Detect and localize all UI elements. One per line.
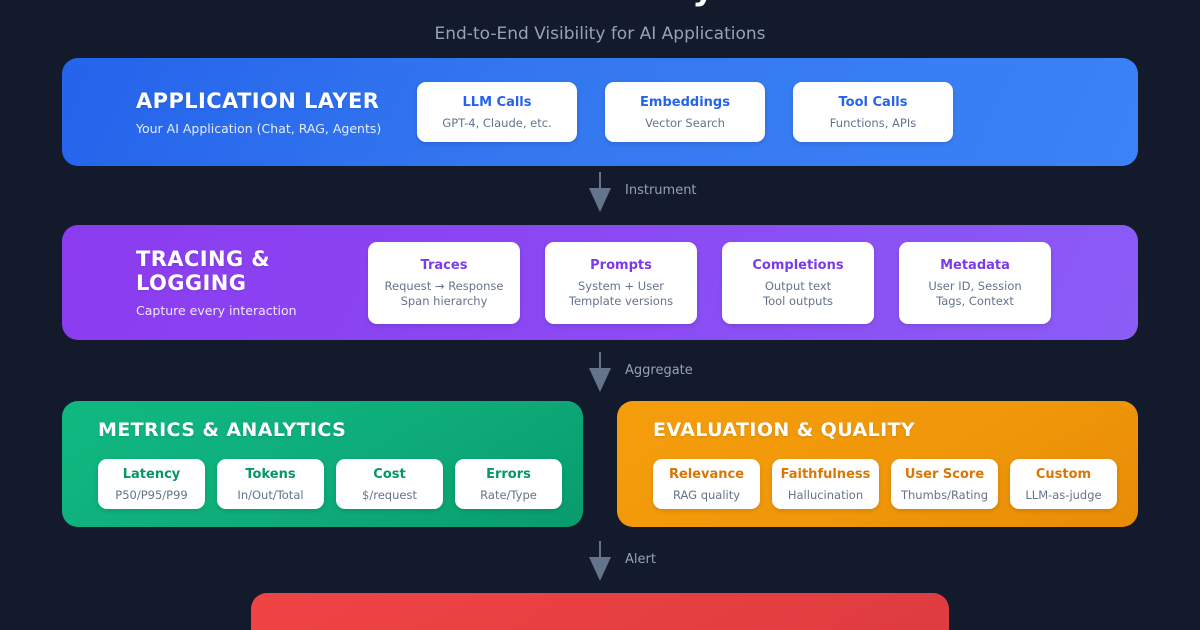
evaluation-layer-band[interactable]: EVALUATION & QUALITY Relevance RAG quali… <box>617 401 1138 527</box>
arrow-down-icon <box>589 541 611 581</box>
page-title: LLM Observability Stack <box>0 0 1200 10</box>
card-line-1: Vector Search <box>645 115 725 130</box>
connector-aggregate: Aggregate <box>589 352 693 392</box>
connector-instrument: Instrument <box>589 172 697 212</box>
card-title: User Score <box>904 466 985 482</box>
card-title: LLM Calls <box>462 94 532 110</box>
card-title: Errors <box>486 466 531 482</box>
card-line-1: Rate/Type <box>480 487 537 502</box>
card-errors[interactable]: Errors Rate/Type <box>455 459 562 509</box>
card-line-1: In/Out/Total <box>237 487 304 502</box>
connector-label: Aggregate <box>625 362 693 378</box>
card-line-1: $/request <box>362 487 417 502</box>
card-line-1: User ID, Session <box>928 278 1022 293</box>
application-layer-title: APPLICATION LAYER <box>136 88 380 113</box>
card-subtitle: Request → Response Span hierarchy <box>385 279 504 309</box>
card-line-1: LLM-as-judge <box>1025 487 1102 502</box>
application-layer-subtitle: Your AI Application (Chat, RAG, Agents) <box>136 120 382 136</box>
card-title: Tokens <box>245 466 296 482</box>
card-subtitle: GPT-4, Claude, etc. <box>442 116 551 131</box>
card-line-1: Hallucination <box>787 487 864 502</box>
card-subtitle: In/Out/Total <box>237 488 303 503</box>
evaluation-layer-title: EVALUATION & QUALITY <box>653 419 916 441</box>
card-line-2: Span hierarchy <box>400 293 488 308</box>
card-subtitle: Rate/Type <box>480 488 537 503</box>
arrow-down-icon <box>589 352 611 392</box>
card-user-score[interactable]: User Score Thumbs/Rating <box>891 459 998 509</box>
card-line-1: Functions, APIs <box>829 115 917 130</box>
card-line-2: Tags, Context <box>936 293 1014 308</box>
card-subtitle: P50/P95/P99 <box>115 488 187 503</box>
card-subtitle: Output text Tool outputs <box>763 279 833 309</box>
tracing-layer-subtitle: Capture every interaction <box>136 303 297 318</box>
card-line-2: Tool outputs <box>763 293 833 308</box>
tracing-layer-heading: TRACING & LOGGING Capture every interact… <box>62 247 368 318</box>
metrics-layer-cards: Latency P50/P95/P99 Tokens In/Out/Total … <box>80 459 565 509</box>
card-subtitle: LLM-as-judge <box>1025 488 1101 503</box>
card-line-1: Thumbs/Rating <box>900 487 989 502</box>
card-title: Tool Calls <box>838 94 908 110</box>
connector-alert: Alert <box>589 541 656 581</box>
card-subtitle: Hallucination <box>788 488 863 503</box>
card-faithfulness[interactable]: Faithfulness Hallucination <box>772 459 879 509</box>
card-metadata[interactable]: Metadata User ID, Session Tags, Context <box>899 241 1051 324</box>
card-title: Latency <box>122 466 181 482</box>
card-latency[interactable]: Latency P50/P95/P99 <box>98 459 205 509</box>
metrics-layer-band[interactable]: METRICS & ANALYTICS Latency P50/P95/P99 … <box>62 401 583 527</box>
card-subtitle: RAG quality <box>673 488 740 503</box>
card-embeddings[interactable]: Embeddings Vector Search <box>605 82 765 142</box>
card-line-1: System + User <box>577 278 665 293</box>
alerting-layer-band[interactable]: ALERTING & ACTIONS <box>251 593 949 630</box>
card-title: Custom <box>1035 466 1092 482</box>
card-completions[interactable]: Completions Output text Tool outputs <box>722 241 874 324</box>
card-cost[interactable]: Cost $/request <box>336 459 443 509</box>
application-layer-band[interactable]: APPLICATION LAYER Your AI Application (C… <box>62 58 1138 166</box>
application-layer-cards: LLM Calls GPT-4, Claude, etc. Embeddings… <box>417 82 953 142</box>
evaluation-layer-cards: Relevance RAG quality Faithfulness Hallu… <box>635 459 1120 509</box>
card-line-1: Output text <box>764 278 832 293</box>
card-line-1: RAG quality <box>672 487 741 502</box>
card-title: Completions <box>752 257 844 273</box>
connector-label: Alert <box>625 551 656 567</box>
card-title: Relevance <box>668 466 745 482</box>
card-traces[interactable]: Traces Request → Response Span hierarchy <box>368 241 520 324</box>
tracing-layer-title: TRACING & LOGGING <box>136 247 271 295</box>
card-line-2: Template versions <box>568 293 674 308</box>
tracing-layer-cards: Traces Request → Response Span hierarchy… <box>368 241 1051 324</box>
connector-label: Instrument <box>625 182 697 198</box>
card-subtitle: Functions, APIs <box>830 116 916 131</box>
card-title: Embeddings <box>640 94 730 110</box>
card-subtitle: $/request <box>362 488 417 503</box>
arrow-down-icon <box>589 172 611 212</box>
card-tool-calls[interactable]: Tool Calls Functions, APIs <box>793 82 953 142</box>
card-line-1: Request → Response <box>384 278 504 293</box>
card-prompts[interactable]: Prompts System + User Template versions <box>545 241 697 324</box>
card-subtitle: Vector Search <box>645 116 725 131</box>
card-llm-calls[interactable]: LLM Calls GPT-4, Claude, etc. <box>417 82 577 142</box>
card-line-1: GPT-4, Claude, etc. <box>442 115 552 130</box>
application-layer-heading: APPLICATION LAYER Your AI Application (C… <box>62 89 417 136</box>
card-title: Faithfulness <box>780 466 871 482</box>
page-subtitle: End-to-End Visibility for AI Application… <box>434 24 766 44</box>
page-header: LLM Observability Stack End-to-End Visib… <box>0 0 1200 46</box>
card-title: Metadata <box>940 257 1010 273</box>
card-title: Cost <box>373 466 406 482</box>
card-tokens[interactable]: Tokens In/Out/Total <box>217 459 324 509</box>
card-subtitle: System + User Template versions <box>569 279 673 309</box>
card-subtitle: User ID, Session Tags, Context <box>928 279 1021 309</box>
card-relevance[interactable]: Relevance RAG quality <box>653 459 760 509</box>
card-title: Traces <box>420 257 468 273</box>
metrics-layer-title: METRICS & ANALYTICS <box>98 419 347 441</box>
alerting-layer-title: ALERTING & ACTIONS <box>476 614 725 630</box>
card-custom[interactable]: Custom LLM-as-judge <box>1010 459 1117 509</box>
card-subtitle: Thumbs/Rating <box>901 488 988 503</box>
card-title: Prompts <box>590 257 652 273</box>
tracing-layer-band[interactable]: TRACING & LOGGING Capture every interact… <box>62 225 1138 340</box>
card-line-1: P50/P95/P99 <box>115 487 188 502</box>
